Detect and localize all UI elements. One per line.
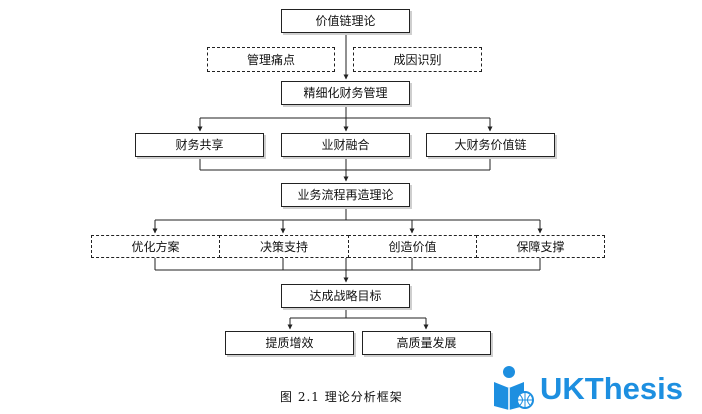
node-business-process-reengineering: 业务流程再造理论 [281, 183, 410, 207]
node-decision-support: 决策支持 [219, 235, 349, 258]
node-big-finance-value-chain: 大财务价值链 [426, 133, 555, 157]
node-optimization-plan: 优化方案 [91, 235, 220, 258]
figure-caption: 图 2.1 理论分析框架 [280, 390, 403, 404]
node-fine-financial-management: 精细化财务管理 [281, 81, 410, 105]
node-financial-sharing: 财务共享 [135, 133, 264, 157]
node-create-value: 创造价值 [348, 235, 477, 258]
node-quality-efficiency: 提质增效 [225, 331, 354, 355]
node-achieve-strategic-goal: 达成战略目标 [281, 284, 410, 308]
node-cause-identification: 成因识别 [353, 47, 482, 72]
node-business-finance-fusion: 业财融合 [281, 133, 410, 157]
node-high-quality-development: 高质量发展 [362, 331, 491, 355]
node-guarantee-support: 保障支撑 [476, 235, 605, 258]
node-management-pain-points: 管理痛点 [207, 47, 335, 72]
reader-globe-icon [492, 364, 536, 414]
ukthesis-logo: UKThesis [492, 364, 683, 414]
logo-text: UKThesis [540, 371, 683, 406]
node-value-chain-theory: 价值链理论 [281, 9, 410, 33]
